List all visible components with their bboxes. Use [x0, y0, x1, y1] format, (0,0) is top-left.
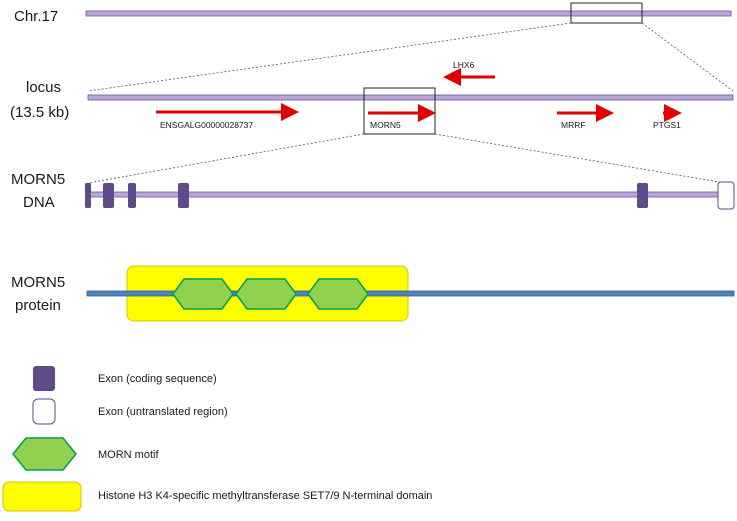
locus-label-line1: locus: [26, 79, 61, 96]
exon-coding-3: [128, 183, 136, 208]
gene-label-ptgs1: PTGS1: [653, 120, 681, 130]
exon-coding-2: [103, 183, 114, 208]
locus-bar: [87, 94, 734, 101]
legend-set-domain-swatch: [2, 481, 82, 512]
dna-label-line2: DNA: [23, 194, 55, 211]
legend-exon-utr-text: Exon (untranslated region): [98, 406, 228, 418]
gene-label-lhx6: LHX6: [453, 60, 475, 70]
protein-bar: [86, 290, 735, 297]
legend-set-domain-text: Histone H3 K4-specific methyltransferase…: [98, 490, 432, 502]
chromosome-zoom-box: [570, 2, 643, 24]
morn-motif-1: [172, 278, 234, 310]
zoom-line-left-1: [87, 22, 572, 92]
gene-label-ensgalg: ENSGALG00000028737: [160, 120, 253, 130]
morn-motif-2: [235, 278, 297, 310]
legend-exon-coding-swatch: [33, 366, 55, 391]
exon-coding-1: [85, 183, 91, 208]
dna-label-line1: MORN5: [11, 171, 65, 188]
locus-label-line2: (13.5 kb): [10, 104, 69, 121]
chromosome-label: Chr.17: [14, 8, 58, 25]
gene-label-morn5: MORN5: [370, 120, 401, 130]
legend-morn-text: MORN motif: [98, 449, 159, 461]
protein-label-line2: protein: [15, 297, 61, 314]
legend-exon-coding-text: Exon (coding sequence): [98, 373, 217, 385]
legend-exon-utr-swatch: [32, 398, 56, 425]
chromosome-bar: [85, 10, 732, 17]
exon-coding-5: [637, 183, 648, 208]
morn-motif-3: [307, 278, 369, 310]
exon-utr: [717, 181, 735, 210]
zoom-line-left-2: [87, 133, 365, 184]
gene-label-mrrf: MRRF: [561, 120, 586, 130]
zoom-line-right-1: [641, 22, 734, 92]
legend-morn-swatch: [12, 437, 77, 471]
zoom-line-right-2: [434, 133, 726, 184]
protein-label-line1: MORN5: [11, 274, 65, 291]
exon-coding-4: [178, 183, 189, 208]
